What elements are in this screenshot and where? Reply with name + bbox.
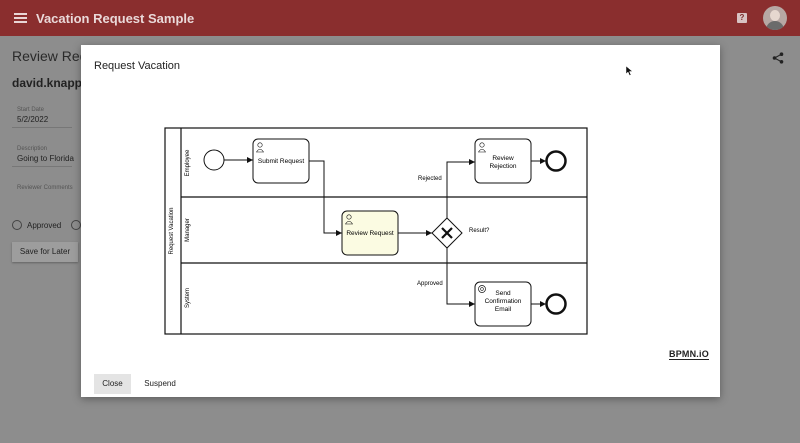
app-bar: Vacation Request Sample ? — [0, 0, 800, 36]
lane-employee-label: Employee — [185, 149, 191, 176]
approved-radio-label: Approved — [27, 221, 62, 230]
description-label: Description — [17, 146, 48, 152]
reviewer-comments-label: Reviewer Comments — [17, 185, 73, 191]
task-send-confirmation-label-1: Send — [495, 290, 511, 297]
start-date-value: 5/2/2022 — [17, 115, 49, 124]
task-send-confirmation-label-3: Email — [495, 306, 512, 313]
rejected-radio[interactable] — [71, 220, 81, 230]
bpmn-diagram: Request Vacation Employee Manager System… — [164, 127, 588, 335]
mouse-cursor-icon — [626, 66, 634, 76]
lane-manager-label: Manager — [185, 218, 191, 242]
pool-label: Request Vacation — [169, 208, 175, 255]
dialog-title: Request Vacation — [94, 60, 181, 72]
divider — [12, 127, 72, 128]
flow-approved-label: Approved — [417, 281, 443, 287]
close-button[interactable]: Close — [94, 374, 131, 394]
bpmn-io-logo[interactable]: BPMN.iO — [669, 349, 709, 360]
start-date-label: Start Date — [17, 107, 45, 113]
user-email: david.knapp@ — [12, 76, 94, 90]
task-review-rejection-label-1: Review — [492, 155, 514, 162]
task-submit-request-label: Submit Request — [258, 158, 304, 165]
task-review-request-label: Review Request — [346, 230, 394, 237]
description-value: Going to Florida — [17, 154, 74, 163]
app-title: Vacation Request Sample — [36, 10, 195, 26]
start-event — [203, 149, 225, 171]
divider — [12, 166, 72, 167]
user-task-icon — [255, 142, 265, 153]
help-icon[interactable]: ? — [737, 13, 747, 23]
user-task-icon — [344, 214, 354, 225]
task-review-rejection-label-2: Rejection — [489, 163, 516, 170]
avatar[interactable] — [763, 6, 787, 30]
end-event-rejected — [545, 150, 567, 172]
page-title: Review Requ — [12, 48, 96, 64]
menu-icon[interactable] — [14, 13, 28, 23]
user-task-icon — [477, 142, 487, 153]
suspend-button[interactable]: Suspend — [144, 379, 176, 388]
gateway-label: Result? — [469, 228, 490, 234]
task-send-confirmation-label-2: Confirmation — [485, 298, 522, 305]
approved-radio[interactable] — [12, 220, 22, 230]
service-task-icon — [478, 285, 486, 293]
request-vacation-dialog: Request Vacation Request Vacation Employ… — [81, 45, 720, 397]
end-event-approved — [545, 293, 567, 315]
share-icon[interactable] — [772, 52, 784, 64]
lane-system-label: System — [185, 288, 191, 308]
flow-rejected-label: Rejected — [418, 176, 442, 182]
save-for-later-button[interactable]: Save for Later — [12, 242, 78, 262]
